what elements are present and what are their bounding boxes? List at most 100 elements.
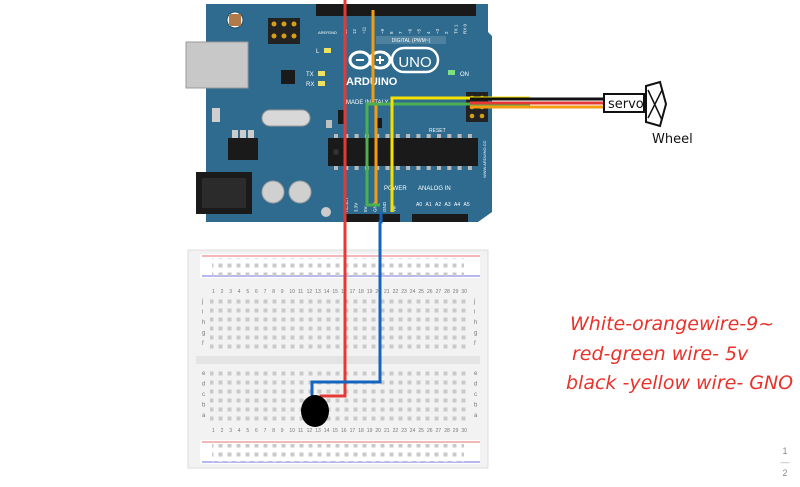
usb-chip bbox=[281, 70, 295, 84]
breadboard-row-letter: g bbox=[202, 331, 205, 337]
breadboard-row-letter: e bbox=[474, 371, 478, 377]
top-terminal-holes bbox=[210, 298, 470, 350]
top-rail-holes bbox=[212, 258, 464, 276]
note-line-1: White-orangewire-9~ bbox=[570, 313, 774, 335]
breadboard-column-number: 30 bbox=[461, 289, 467, 295]
breadboard-column-number: 28 bbox=[444, 428, 450, 434]
chip-pin bbox=[426, 166, 431, 170]
breadboard-column-number: 1 bbox=[212, 289, 215, 295]
digital-pin-label: ~3 bbox=[435, 28, 440, 34]
breadboard-column-number: 7 bbox=[264, 289, 267, 295]
chip-pin bbox=[426, 134, 431, 138]
page-indicator: 1 — 2 bbox=[778, 446, 792, 479]
breadboard-column-number: 7 bbox=[264, 428, 267, 434]
breadboard-row-letter: i bbox=[202, 310, 203, 316]
led-label-l: L bbox=[316, 49, 320, 55]
chip-pin bbox=[437, 166, 441, 170]
breadboard-column-number: 3 bbox=[229, 289, 232, 295]
power-jack-inner bbox=[202, 178, 246, 208]
breadboard-column-number: 17 bbox=[350, 428, 356, 434]
breadboard-column-number: 23 bbox=[401, 428, 407, 434]
breadboard-column-number: 29 bbox=[453, 289, 459, 295]
breadboard-column-number: 27 bbox=[436, 428, 442, 434]
chip-pin bbox=[406, 134, 411, 138]
digital-pin-label: TX 1 bbox=[453, 24, 458, 34]
breadboard-column-number: 10 bbox=[289, 428, 295, 434]
note-line-2: red-green wire- 5v bbox=[572, 343, 749, 365]
icsp-header-top bbox=[268, 18, 300, 44]
chip-pin bbox=[406, 166, 411, 170]
note-line-3: black -yellow wire- GNO bbox=[566, 372, 793, 394]
breadboard-column-number: 9 bbox=[281, 289, 284, 295]
breadboard-column-number: 22 bbox=[393, 428, 399, 434]
breadboard-column-number: 29 bbox=[453, 428, 459, 434]
breadboard-column-number: 14 bbox=[324, 428, 330, 434]
bottom-rail-holes bbox=[212, 444, 464, 462]
breadboard-column-number: 10 bbox=[289, 289, 295, 295]
analog-pin-label: A2 bbox=[435, 202, 441, 208]
breadboard-row-letter: i bbox=[474, 310, 475, 316]
digital-pin-label: ~5 bbox=[417, 28, 422, 34]
status-leds: L TX RX bbox=[306, 48, 331, 88]
buzzer-component bbox=[301, 395, 329, 427]
chip-pin bbox=[395, 166, 400, 170]
page-total: 2 bbox=[782, 468, 788, 478]
breadboard-column-number: 17 bbox=[350, 289, 356, 295]
power-pin-label: 5V bbox=[363, 206, 368, 212]
mounting-hole-bottom bbox=[321, 207, 331, 217]
breadboard-column-number: 25 bbox=[418, 289, 424, 295]
breadboard-column-number: 5 bbox=[246, 289, 249, 295]
capacitor-2 bbox=[288, 180, 312, 204]
breadboard-column-number: 4 bbox=[238, 289, 241, 295]
infinity-right-icon bbox=[368, 50, 392, 70]
breadboard-column-number: 9 bbox=[281, 428, 284, 434]
analog-header bbox=[412, 214, 468, 222]
breadboard-column-number: 20 bbox=[375, 428, 381, 434]
breadboard-column-number: 6 bbox=[255, 289, 258, 295]
chip-pin bbox=[467, 134, 472, 138]
digital-pin-label: RX 0 bbox=[463, 23, 468, 34]
chip-pin bbox=[447, 166, 452, 170]
breadboard-row-letter: f bbox=[474, 341, 476, 347]
breadboard-column-number: 1 bbox=[212, 428, 215, 434]
breadboard-row-letter: d bbox=[474, 382, 477, 388]
breadboard-row-letter: h bbox=[474, 320, 477, 326]
chip-pin bbox=[416, 166, 421, 170]
breadboard-column-number: 15 bbox=[332, 428, 338, 434]
breadboard-column-number: 16 bbox=[341, 428, 347, 434]
breadboard-column-number: 19 bbox=[367, 428, 373, 434]
chip-pin bbox=[416, 134, 421, 138]
breadboard-column-number: 13 bbox=[315, 289, 321, 295]
breadboard-column-number: 26 bbox=[427, 428, 433, 434]
breadboard-row-letter: g bbox=[474, 331, 477, 337]
analog-pin-label: A0 bbox=[416, 202, 422, 208]
chip-pin bbox=[334, 134, 338, 138]
arduino-logo: ARDUINO UNO bbox=[346, 46, 440, 88]
breadboard-row-letter: j bbox=[473, 299, 475, 305]
arduino-url: WWW.ARDUINO.CC bbox=[482, 140, 487, 178]
usb-connector bbox=[185, 41, 249, 89]
breadboard-column-number: 11 bbox=[298, 289, 303, 295]
breadboard-column-number: 26 bbox=[427, 289, 433, 295]
chip-pin bbox=[437, 134, 441, 138]
analog-pin-label: A5 bbox=[464, 202, 470, 208]
wiring-notes: White-orangewire-9~ red-green wire- 5v b… bbox=[566, 313, 793, 394]
led-label-rx: RX bbox=[306, 82, 314, 88]
wheel-shape bbox=[645, 80, 668, 128]
breadboard-column-numbers: 1122334455667788991010111112121313141415… bbox=[212, 289, 467, 434]
power-pin-label: GND bbox=[382, 201, 387, 212]
servo-assembly: servo Wheel bbox=[603, 80, 693, 147]
breadboard-column-number: 24 bbox=[410, 428, 416, 434]
aref-label: AREF bbox=[318, 30, 329, 35]
analog-in-label: ANALOG IN bbox=[418, 186, 451, 192]
power-label: POWER bbox=[384, 186, 407, 192]
voltage-regulator bbox=[228, 138, 258, 160]
chip-pin bbox=[354, 134, 359, 138]
breadboard-row-letter: e bbox=[202, 371, 206, 377]
breadboard-column-number: 20 bbox=[375, 289, 381, 295]
breadboard-row-letter: b bbox=[202, 403, 206, 409]
breadboard-column-number: 3 bbox=[229, 428, 232, 434]
breadboard-column-number: 27 bbox=[436, 289, 442, 295]
